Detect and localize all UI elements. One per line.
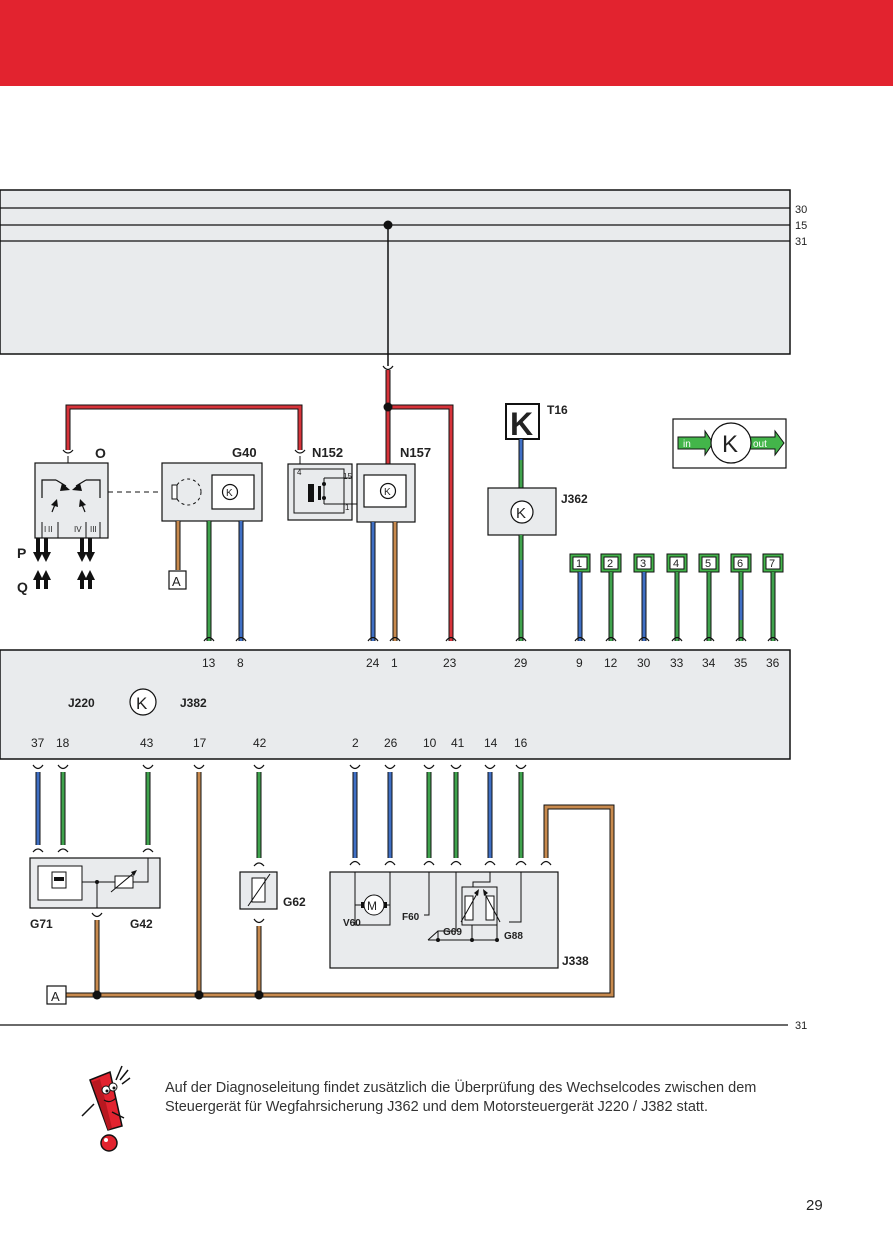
ecu-pin-8: 8 <box>237 656 244 670</box>
page-number: 29 <box>806 1197 823 1214</box>
diagnostic-note: Auf der Diagnoseleitung findet zusätzlic… <box>165 1080 757 1115</box>
ecu-pin-43: 43 <box>140 736 154 750</box>
label-g88: G88 <box>504 931 523 942</box>
label-a-top: A <box>172 574 181 589</box>
n157-k-symbol: K <box>384 487 391 498</box>
label-v60: V60 <box>343 918 361 929</box>
label-t16: T16 <box>547 403 568 417</box>
ecu-pin-29: 29 <box>514 656 528 670</box>
ecu-pin-17: 17 <box>193 736 207 750</box>
label-in: in <box>683 439 691 450</box>
label-q: Q <box>17 579 28 595</box>
junction-dot <box>383 220 393 230</box>
ecu-pin-14: 14 <box>484 736 498 750</box>
label-j382: J382 <box>180 696 207 710</box>
label-j362: J362 <box>561 492 588 506</box>
legend-box-1: 1 <box>576 558 582 570</box>
ecu-pin-34: 34 <box>702 656 716 670</box>
t16-box <box>505 403 540 440</box>
ecu-pin-9: 9 <box>576 656 583 670</box>
in-out-k: K <box>722 431 738 458</box>
legend-box-4: 4 <box>673 558 679 570</box>
label-a-bottom: A <box>51 989 60 1004</box>
legend-boxes: 1 2 3 4 5 6 7 <box>569 553 784 573</box>
header-banner <box>0 0 893 86</box>
ecu-k-symbol: K <box>136 694 148 713</box>
roman-I: I <box>44 525 46 534</box>
rail-label-31: 31 <box>795 236 807 248</box>
relay-pin-1: 1 <box>345 503 350 512</box>
legend-box-2: 2 <box>607 558 613 570</box>
exclamation-mascot-icon <box>81 1065 131 1152</box>
label-g62: G62 <box>283 895 306 909</box>
label-j338: J338 <box>562 954 589 968</box>
label-n152: N152 <box>312 445 343 460</box>
label-g71: G71 <box>30 917 53 931</box>
label-g40: G40 <box>232 445 257 460</box>
rail-label-15: 15 <box>795 220 807 232</box>
rail-label-30: 30 <box>795 204 807 216</box>
ecu-pin-18: 18 <box>56 736 70 750</box>
arrows-p-q <box>33 538 95 589</box>
label-g69: G69 <box>443 927 462 938</box>
label-n157: N157 <box>400 445 431 460</box>
label-j220: J220 <box>68 696 95 710</box>
label-p: P <box>17 545 26 561</box>
red-wire <box>65 404 303 450</box>
ecu-pin-30: 30 <box>637 656 651 670</box>
roman-II: II <box>48 525 52 534</box>
ecu-k-circle <box>129 688 157 716</box>
legend-box-6: 6 <box>737 558 743 570</box>
label-f60: F60 <box>402 912 420 923</box>
motor-symbol: M <box>367 899 377 913</box>
legend-box-3: 3 <box>640 558 646 570</box>
ecu-pin-24: 24 <box>366 656 380 670</box>
ground-label-31: 31 <box>795 1020 807 1032</box>
label-o: O <box>95 445 106 461</box>
ecu-pin-41: 41 <box>451 736 465 750</box>
switch-o-box <box>34 462 109 539</box>
ecu-pin-13: 13 <box>202 656 216 670</box>
roman-IV: IV <box>74 525 82 534</box>
relay-pin-15: 15 <box>343 472 352 481</box>
ecu-pin-37: 37 <box>31 736 45 750</box>
relay-pin-4: 4 <box>297 468 302 477</box>
connector-a-top <box>168 570 187 590</box>
ecu-pin-12: 12 <box>604 656 618 670</box>
j362-k-symbol: K <box>516 505 526 522</box>
ecu-pin-10: 10 <box>423 736 437 750</box>
roman-III: III <box>90 525 97 534</box>
ecu-pin-1: 1 <box>391 656 398 670</box>
label-out: out <box>753 439 767 450</box>
legend-box-7: 7 <box>769 558 775 570</box>
ecu-pin-26: 26 <box>384 736 398 750</box>
ecu-pin-36: 36 <box>766 656 780 670</box>
connector-a-bottom <box>46 985 67 1005</box>
ecu-pin-23: 23 <box>443 656 457 670</box>
ecu-pin-42: 42 <box>253 736 267 750</box>
legend-box-5: 5 <box>705 558 711 570</box>
ecu-pin-33: 33 <box>670 656 684 670</box>
j338-box <box>329 871 559 969</box>
t16-k: K <box>510 406 533 442</box>
label-g42: G42 <box>130 917 153 931</box>
ecu-pin-16: 16 <box>514 736 528 750</box>
power-rail-panel <box>0 189 791 355</box>
g40-k-symbol: K <box>226 488 233 499</box>
ecu-pin-35: 35 <box>734 656 748 670</box>
ecu-pin-2: 2 <box>352 736 359 750</box>
